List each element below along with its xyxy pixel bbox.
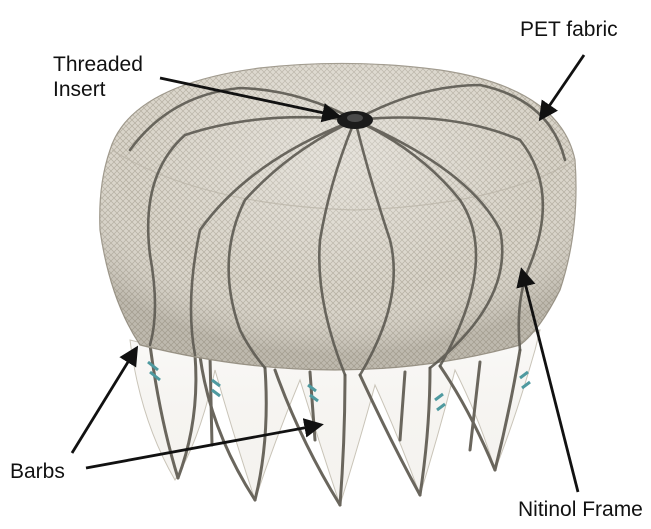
pet-fabric-arrow	[541, 55, 584, 118]
threaded-insert	[337, 111, 373, 129]
barbs-arrow-right	[86, 425, 320, 468]
threaded-insert-label-line2: Insert	[53, 77, 143, 102]
barbs-arrow-left	[72, 349, 136, 453]
threaded-insert-label-line1: Threaded	[53, 52, 143, 77]
nitinol-frame-label: Nitinol Frame	[518, 497, 643, 522]
pet-fabric-label: PET fabric	[520, 17, 618, 42]
threaded-insert-label: Threaded Insert	[53, 52, 143, 102]
barbs-label: Barbs	[10, 459, 65, 484]
